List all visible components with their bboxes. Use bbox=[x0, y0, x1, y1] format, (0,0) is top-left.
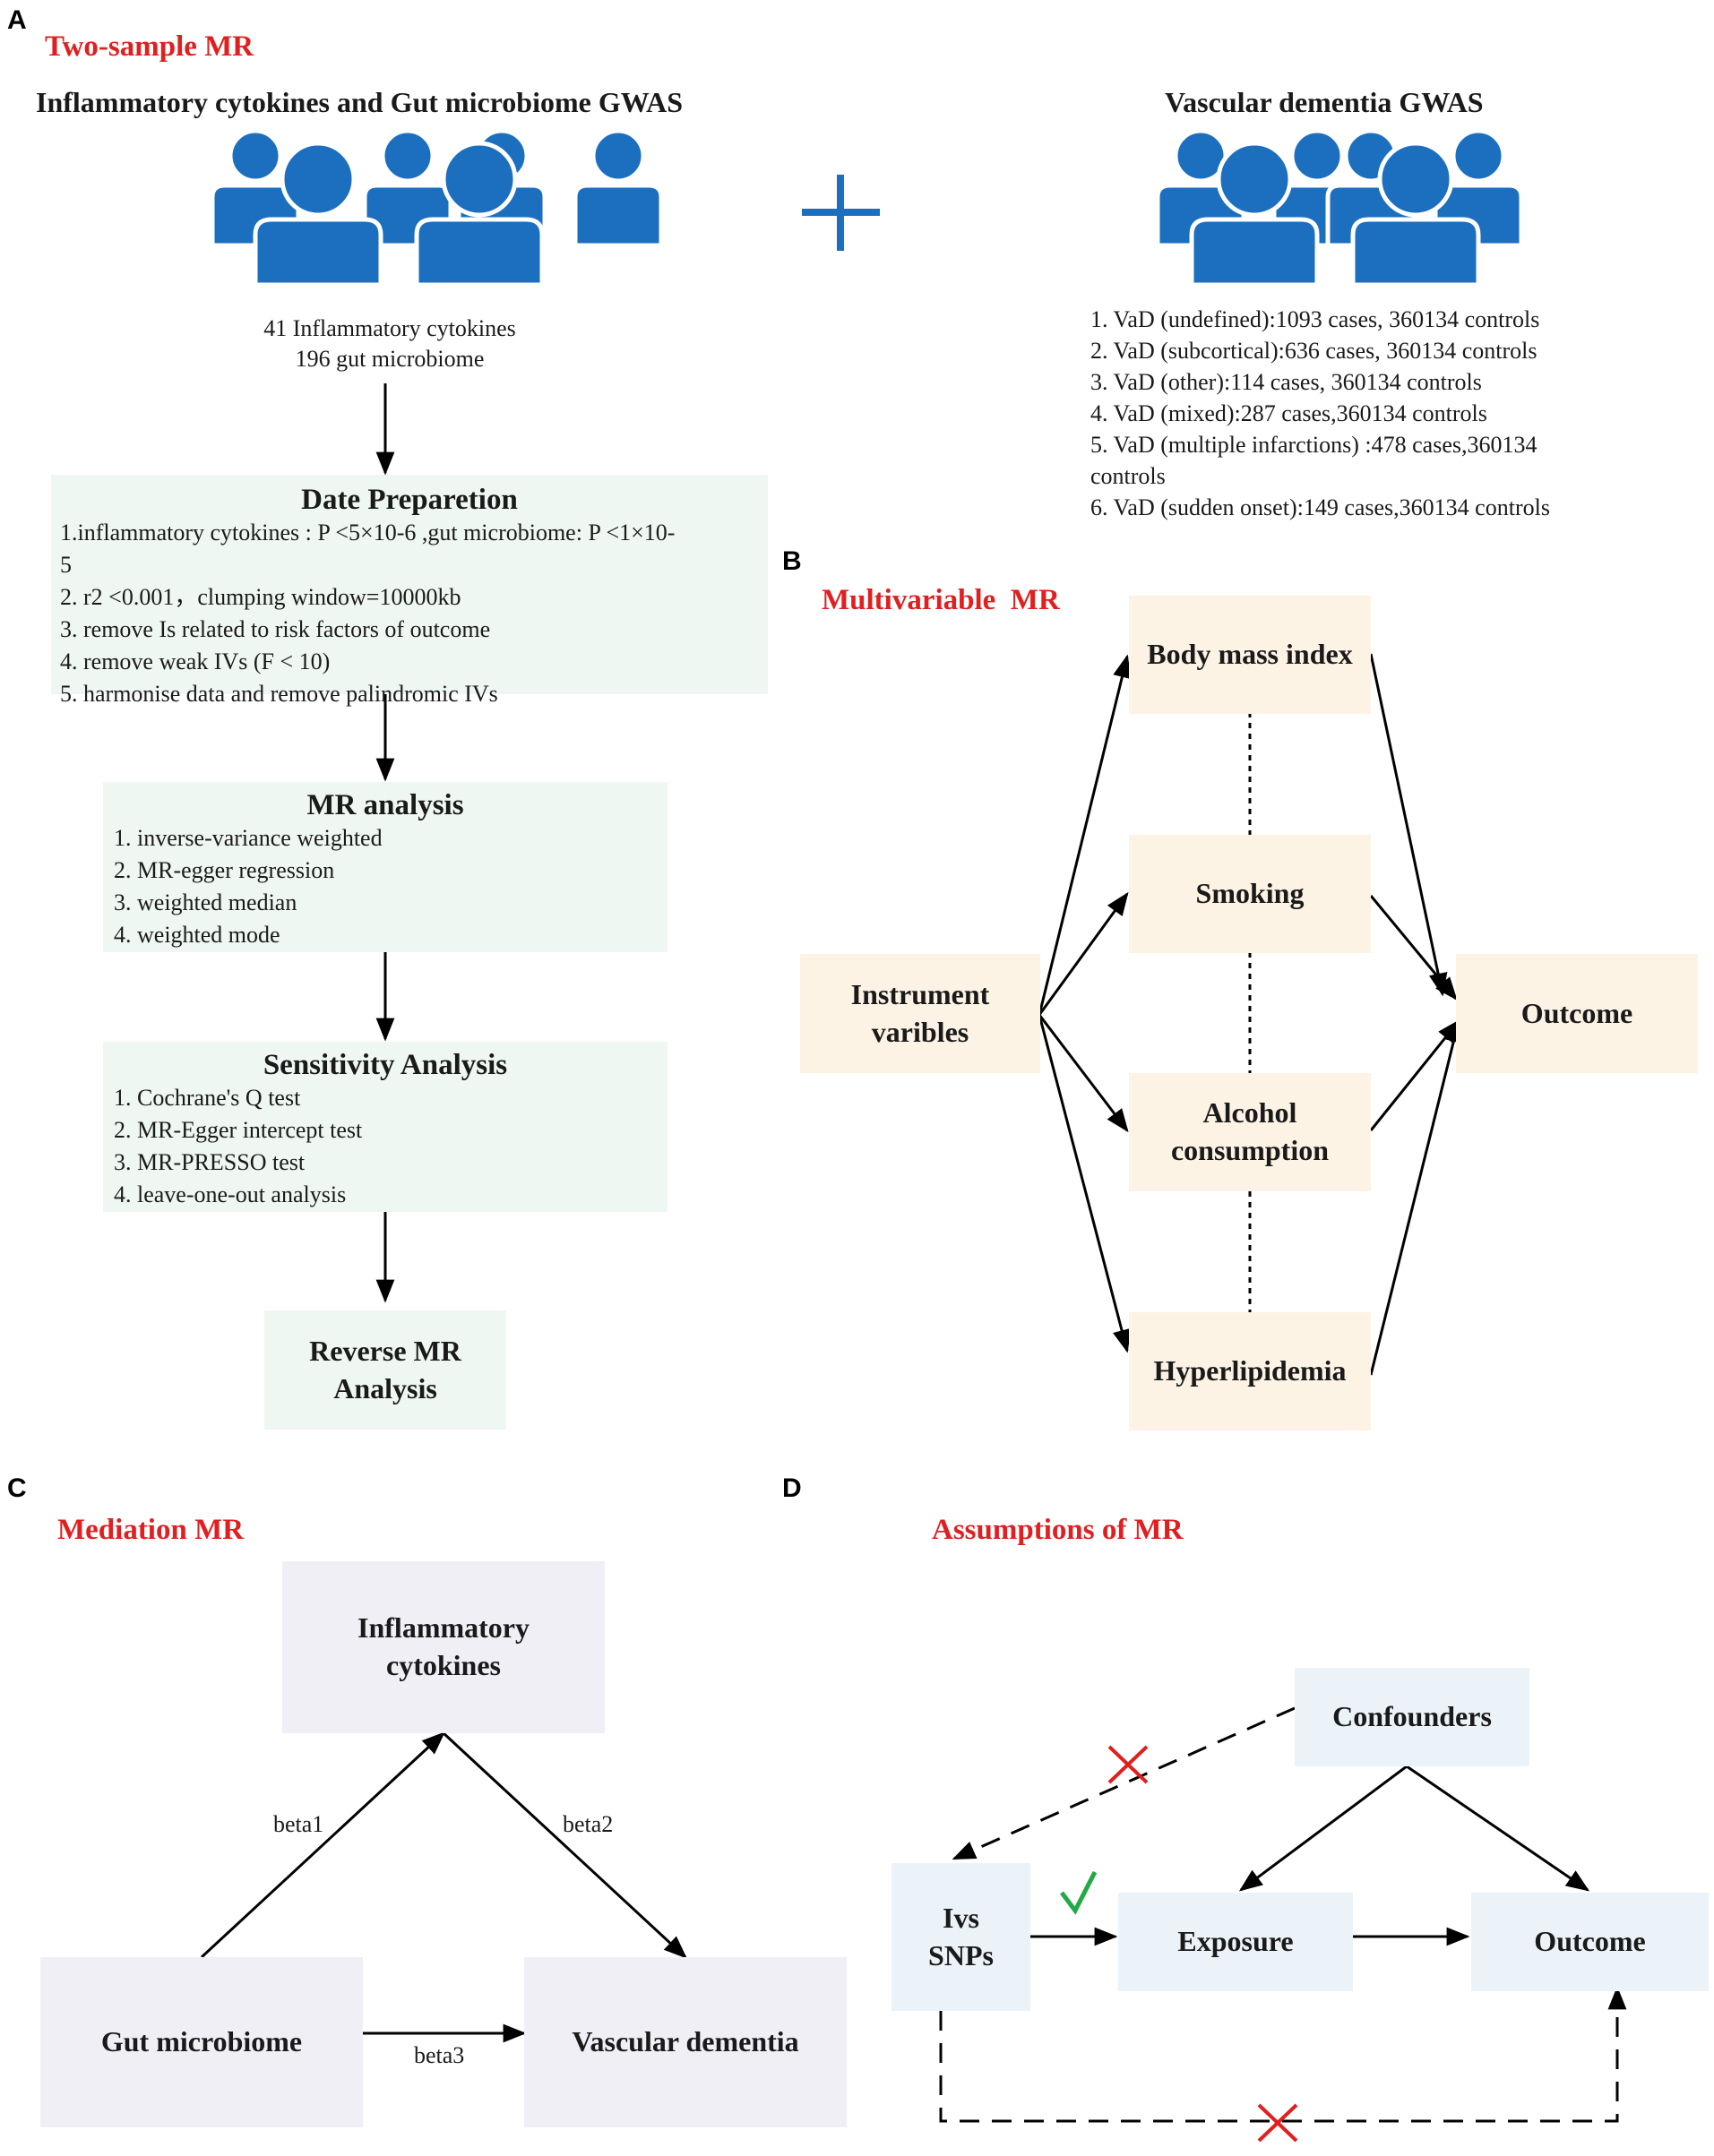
inflammatory-line: Inflammatory bbox=[357, 1611, 530, 1645]
people-group-icon bbox=[212, 131, 661, 285]
vascular-dementia-box: Vascular dementia bbox=[524, 1957, 847, 2127]
beta3-label: beta3 bbox=[414, 2042, 465, 2068]
cross-icon bbox=[1107, 1745, 1149, 1784]
mr-analysis-box: MR analysis 1. inverse-variance weighted… bbox=[103, 782, 668, 952]
list-item: 4. remove weak IVs (F < 10) bbox=[60, 649, 331, 674]
reverse-mr-box: Reverse MR Analysis bbox=[264, 1310, 506, 1430]
cross-icon bbox=[1257, 2103, 1298, 2143]
date-preparation-title: Date Preparetion bbox=[301, 484, 518, 516]
list-item: 4. leave-one-out analysis bbox=[114, 1181, 347, 1207]
panel-b-title: Multivariable MR bbox=[822, 584, 1060, 616]
date-preparation-list: 1.inflammatory cytokines : P <5×10-6 ,gu… bbox=[51, 517, 768, 710]
list-item: 2. r2 <0.001，clumping window=10000kb bbox=[60, 584, 461, 610]
outcome-list-item: 1. VaD (undefined):1093 cases, 360134 co… bbox=[1090, 306, 1540, 332]
mediation-arrows bbox=[200, 1731, 687, 2043]
list-item: 3. remove Is related to risk factors of … bbox=[60, 616, 491, 642]
list-item: 2. MR-Egger intercept test bbox=[114, 1117, 363, 1143]
panel-d-title: Assumptions of MR bbox=[932, 1514, 1184, 1546]
multivariable-arrows bbox=[1038, 653, 1463, 1376]
ivs-line: SNPs bbox=[928, 1938, 994, 1971]
mr-analysis-list: 1. inverse-variance weighted 2. MR-egger… bbox=[103, 822, 668, 951]
ivs-line: Ivs bbox=[943, 1901, 979, 1934]
instrument-line: varibles bbox=[871, 1015, 969, 1048]
mr-analysis-title: MR analysis bbox=[306, 789, 464, 821]
exposure-line: 196 gut microbiome bbox=[295, 346, 485, 372]
exposure-summary: 41 Inflammatory cytokines 196 gut microb… bbox=[211, 314, 569, 374]
list-item: 5. harmonise data and remove palindromic… bbox=[60, 681, 498, 707]
instrument-line: Instrument bbox=[850, 977, 990, 1010]
list-item: 1.inflammatory cytokines : P <5×10-6 ,gu… bbox=[60, 520, 676, 545]
panel-letter-d: D bbox=[782, 1473, 802, 1503]
panel-a-title: Two-sample MR bbox=[45, 30, 254, 63]
list-item: 1. inverse-variance weighted bbox=[114, 825, 383, 851]
beta1-label: beta1 bbox=[273, 1811, 324, 1837]
confounders-box: Confounders bbox=[1295, 1668, 1529, 1766]
plus-icon bbox=[802, 175, 880, 251]
outcome-list-item: 5. VaD (multiple infarctions) :478 cases… bbox=[1090, 432, 1537, 458]
smoking-box: Smoking bbox=[1129, 835, 1371, 953]
outcome-list-item: 3. VaD (other):114 cases, 360134 control… bbox=[1090, 369, 1482, 395]
inflammatory-line: cytokines bbox=[386, 1649, 501, 1681]
people-group-icon bbox=[1158, 131, 1521, 285]
list-item: 3. weighted median bbox=[114, 889, 297, 915]
instrument-variables-box: Instrument varibles bbox=[800, 954, 1040, 1073]
list-item: 2. MR-egger regression bbox=[114, 857, 335, 883]
outcome-gwas-heading: Vascular dementia GWAS bbox=[1165, 86, 1484, 118]
dashed-paths bbox=[939, 1706, 1627, 2123]
outcome-list: 1. VaD (undefined):1093 cases, 360134 co… bbox=[1090, 304, 1550, 523]
gut-microbiome-box: Gut microbiome bbox=[40, 1957, 363, 2127]
list-item: 3. MR-PRESSO test bbox=[114, 1149, 306, 1175]
exposure-line: 41 Inflammatory cytokines bbox=[263, 315, 516, 341]
panel-letter-b: B bbox=[782, 546, 802, 576]
list-item: 4. weighted mode bbox=[114, 922, 280, 948]
sensitivity-analysis-box: Sensitivity Analysis 1. Cochrane's Q tes… bbox=[103, 1042, 668, 1212]
panel-letter-c: C bbox=[7, 1473, 27, 1503]
assumption-arrows bbox=[1030, 1765, 1590, 1946]
outcome-list-item: controls bbox=[1090, 463, 1166, 489]
hyperlipidemia-box: Hyperlipidemia bbox=[1129, 1312, 1371, 1430]
date-preparation-box: Date Preparetion 1.inflammatory cytokine… bbox=[51, 475, 768, 707]
list-item: 1. Cochrane's Q test bbox=[114, 1085, 301, 1111]
beta2-label: beta2 bbox=[563, 1811, 614, 1837]
outcome-list-item: 6. VaD (sudden onset):149 cases,360134 c… bbox=[1090, 494, 1550, 520]
exposure-box: Exposure bbox=[1118, 1893, 1353, 1991]
alcohol-line: Alcohol bbox=[1202, 1096, 1297, 1130]
list-item: 5 bbox=[60, 552, 72, 578]
alcohol-box: Alcohol consumption bbox=[1129, 1073, 1371, 1191]
inflammatory-cytokines-box: Inflammatory cytokines bbox=[282, 1561, 605, 1733]
check-icon bbox=[1060, 1870, 1098, 1915]
reverse-mr-line: Reverse MR bbox=[309, 1334, 461, 1367]
outcome-list-item: 4. VaD (mixed):287 cases,360134 controls bbox=[1090, 400, 1487, 426]
panel-letter-a: A bbox=[7, 5, 27, 35]
exposure-gwas-heading: Inflammatory cytokines and Gut microbiom… bbox=[36, 86, 684, 118]
panel-c-title: Mediation MR bbox=[57, 1514, 245, 1546]
outcome-list-item: 2. VaD (subcortical):636 cases, 360134 c… bbox=[1090, 338, 1537, 364]
ivs-snps-box: Ivs SNPs bbox=[891, 1863, 1030, 2011]
outcome-box: Outcome bbox=[1456, 954, 1698, 1073]
sensitivity-analysis-title: Sensitivity Analysis bbox=[263, 1049, 508, 1081]
bmi-box: Body mass index bbox=[1129, 596, 1371, 714]
sensitivity-analysis-list: 1. Cochrane's Q test 2. MR-Egger interce… bbox=[103, 1082, 668, 1211]
outcome-box: Outcome bbox=[1471, 1893, 1709, 1991]
alcohol-line: consumption bbox=[1170, 1134, 1330, 1166]
reverse-mr-line: Analysis bbox=[333, 1371, 437, 1404]
